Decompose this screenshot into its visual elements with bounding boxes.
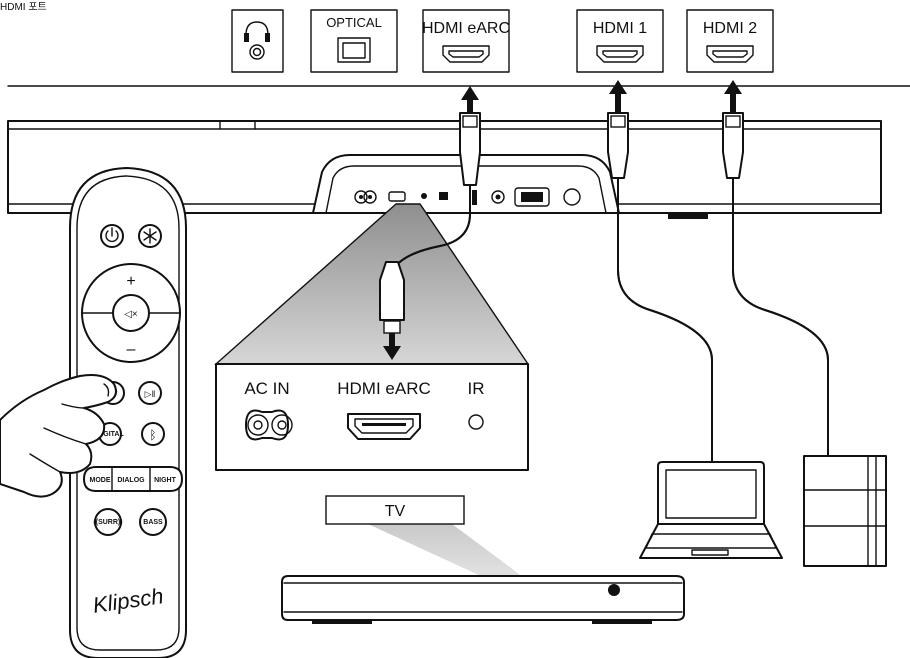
bluetooth-icon: ᛒ (149, 428, 156, 442)
hdmi1-label: HDMI 1 (593, 20, 647, 37)
surr-label: ((SURR)) (93, 519, 122, 526)
game-console-icon (803, 455, 887, 567)
dialog-button[interactable]: DIALOG (117, 477, 145, 484)
mode-button[interactable]: MODE (90, 477, 111, 484)
hdmi1-port-box: HDMI 1 (576, 9, 664, 73)
earc-plug-top (459, 86, 481, 186)
bass-button[interactable]: BASS (139, 508, 167, 536)
hdmi1-plug (607, 80, 629, 179)
hand-illustration (0, 374, 117, 498)
laptop-icon (639, 461, 783, 559)
optical-port-box: OPTICAL (310, 9, 398, 73)
headphone-port-box (231, 9, 284, 73)
play-pause-icon: ▷‖ (145, 389, 156, 399)
surround-button[interactable]: ((SURR)) (93, 508, 123, 536)
bass-label: BASS (143, 519, 163, 526)
light-button[interactable] (138, 224, 162, 248)
hdmi-earc-port-box: HDMI eARC (422, 9, 510, 73)
headphone-icon (244, 21, 270, 42)
ac-in-label: AC IN (244, 379, 289, 398)
hdmi-earc-port (347, 413, 421, 440)
soundbar-front (281, 575, 685, 624)
tv-label-box: TV (325, 495, 465, 525)
power-button[interactable] (100, 224, 124, 248)
mute-icon: ◁× (124, 309, 138, 320)
mode-strip (83, 466, 183, 492)
earc-plug-lower (379, 261, 405, 360)
rear-panel-closeup: AC IN HDMI eARC IR (215, 363, 529, 471)
bluetooth-button[interactable]: ᛒ (141, 422, 165, 446)
ir-port (468, 414, 484, 430)
hdmi-earc-top-label: HDMI eARC (422, 20, 510, 37)
hdmi-earc-panel-label: HDMI eARC (337, 379, 431, 398)
hdmi2-plug (722, 80, 744, 179)
volume-down-button[interactable]: – (127, 341, 136, 358)
play-pause-button[interactable]: ▷‖ (138, 381, 162, 405)
mute-button[interactable]: ◁× (112, 294, 150, 332)
volume-up-button[interactable]: + (126, 273, 135, 290)
optical-label: OPTICAL (326, 15, 382, 30)
night-button[interactable]: NIGHT (154, 477, 177, 484)
hdmi2-label: HDMI 2 (703, 20, 757, 37)
digital-label: DIGITAL (96, 431, 124, 438)
klipsch-badge-icon (608, 584, 620, 596)
mini-ports (354, 187, 581, 207)
tv-label: TV (385, 503, 406, 520)
hdmi2-port-box: HDMI 2 (686, 9, 774, 73)
ir-label: IR (468, 379, 485, 398)
corner-label: HDMI 포트 (0, 2, 47, 13)
ac-in-port (245, 409, 293, 441)
zoom-funnel (214, 203, 530, 365)
